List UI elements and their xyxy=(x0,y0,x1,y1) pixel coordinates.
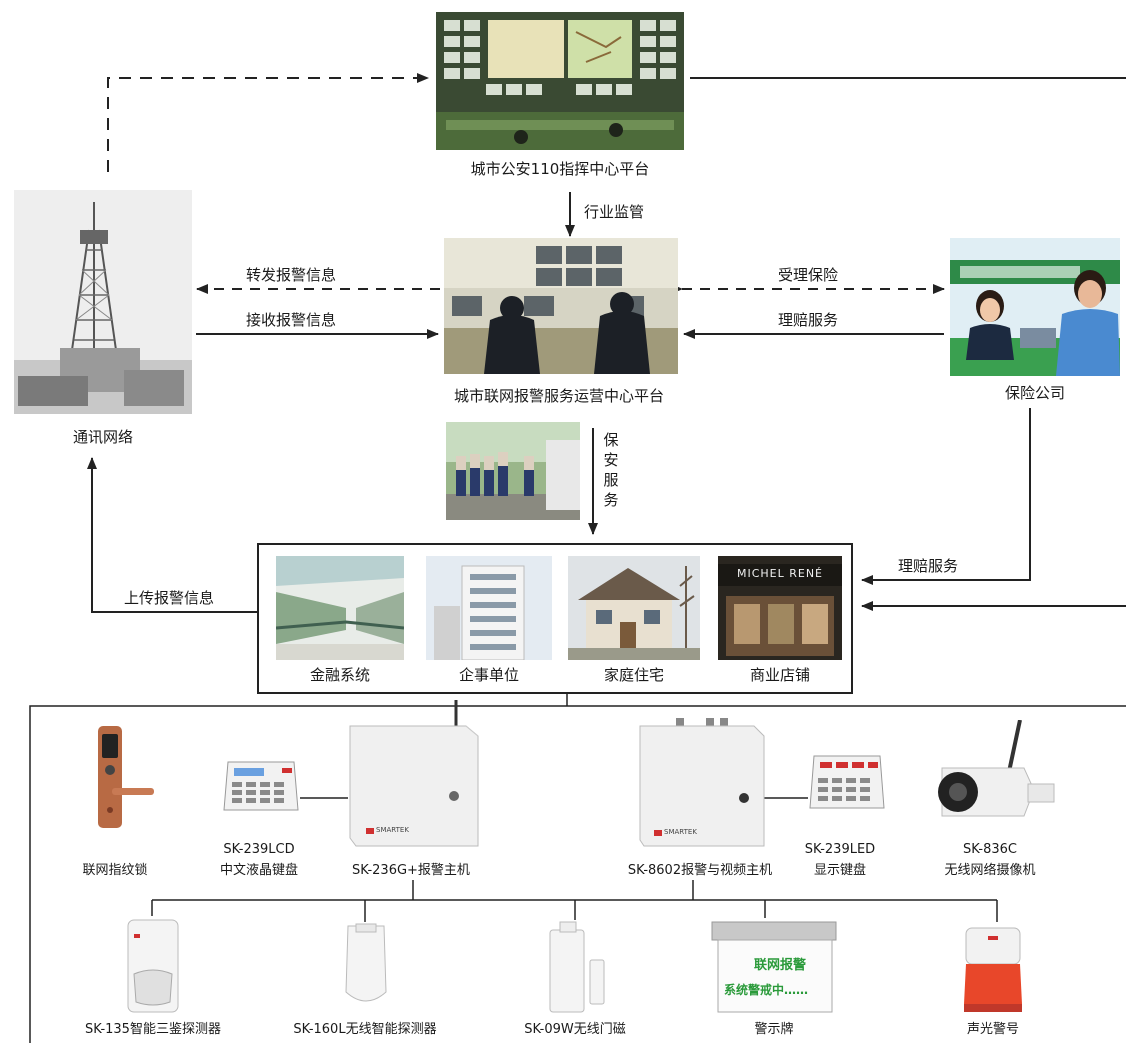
sk09w-door-contact-icon xyxy=(546,920,608,1014)
supervision-label: 行业监管 xyxy=(584,203,645,221)
security-service-label: 保安服务 xyxy=(603,431,619,509)
warning-sign-icon: 联网报警 系统警戒中…… xyxy=(710,918,838,1014)
sk135-detector-icon xyxy=(124,918,182,1014)
command-center-photo xyxy=(436,12,684,150)
camera-name: 无线网络摄像机 xyxy=(944,863,1036,878)
claims-service-top-label: 理赔服务 xyxy=(778,311,839,329)
accept-insurance-label: 受理保险 xyxy=(778,266,839,284)
siren-icon xyxy=(960,922,1026,1014)
lcd-keypad-name: 中文液晶键盘 xyxy=(219,863,298,878)
sk160l-detector-icon xyxy=(342,922,390,1014)
sk09w-label: SK-09W无线门磁 xyxy=(524,1022,626,1037)
security-guards-photo xyxy=(446,422,580,520)
sk160l-label: SK-160L无线智能探测器 xyxy=(293,1022,437,1037)
enterprise-label: 企事单位 xyxy=(458,666,519,684)
forward-alarm-label: 转发报警信息 xyxy=(246,266,337,284)
sk135-label: SK-135智能三鉴探测器 xyxy=(85,1022,221,1037)
telecom-label: 通讯网络 xyxy=(72,428,133,446)
insurance-label: 保险公司 xyxy=(1004,384,1065,402)
insurance-photo xyxy=(950,238,1120,376)
host-236-brand: SMARTEK xyxy=(376,826,409,834)
host-236-icon: SMARTEK xyxy=(346,700,480,848)
telecom-to-110-line xyxy=(107,73,429,172)
receive-alarm-label: 接收报警信息 xyxy=(246,311,337,329)
telecom-tower-photo xyxy=(14,190,192,414)
host-236-label: SK-236G+报警主机 xyxy=(352,863,470,878)
warning-sign-line2: 系统警戒中…… xyxy=(724,983,809,997)
led-keypad-model: SK-239LED xyxy=(804,842,876,857)
led-keypad-icon xyxy=(808,752,886,812)
device-bus xyxy=(29,705,1126,1043)
shop-sign: MICHEL RENÉ xyxy=(736,567,824,580)
warning-sign-line1: 联网报警 xyxy=(754,958,807,973)
home-label: 家庭住宅 xyxy=(603,666,664,684)
insurance-to-clients-line xyxy=(861,408,1031,585)
lcd-keypad-icon xyxy=(222,758,300,814)
shop-label: 商业店铺 xyxy=(749,666,810,684)
fingerprint-lock-icon xyxy=(90,724,156,830)
siren-label: 声光警号 xyxy=(966,1022,1019,1037)
operation-center-photo xyxy=(444,238,678,374)
financial-label: 金融系统 xyxy=(309,666,370,684)
home-photo xyxy=(568,556,700,660)
command-center-label: 城市公安110指挥中心平台 xyxy=(470,160,650,178)
operation-center-label: 城市联网报警服务运营中心平台 xyxy=(453,387,664,405)
led-keypad-name: 显示键盘 xyxy=(813,863,866,878)
claims-service-bottom-label: 理赔服务 xyxy=(898,557,959,575)
clients-box xyxy=(257,543,853,694)
lcd-keypad-model: SK-239LCD xyxy=(223,842,295,857)
camera-model: SK-836C xyxy=(963,842,1017,857)
lock-label: 联网指纹锁 xyxy=(82,863,148,878)
shop-photo: MICHEL RENÉ xyxy=(718,556,842,660)
enterprise-photo xyxy=(426,556,552,661)
host-8602-label: SK-8602报警与视频主机 xyxy=(627,863,773,878)
host-8602-brand: SMARTEK xyxy=(664,828,697,836)
financial-photo xyxy=(275,556,405,660)
upload-alarm-line xyxy=(87,457,258,613)
host-8602-icon: SMARTEK xyxy=(636,716,766,848)
warning-sign-label: 警示牌 xyxy=(754,1022,794,1037)
upload-alarm-label: 上传报警信息 xyxy=(124,589,215,607)
wifi-camera-icon xyxy=(928,719,1058,828)
